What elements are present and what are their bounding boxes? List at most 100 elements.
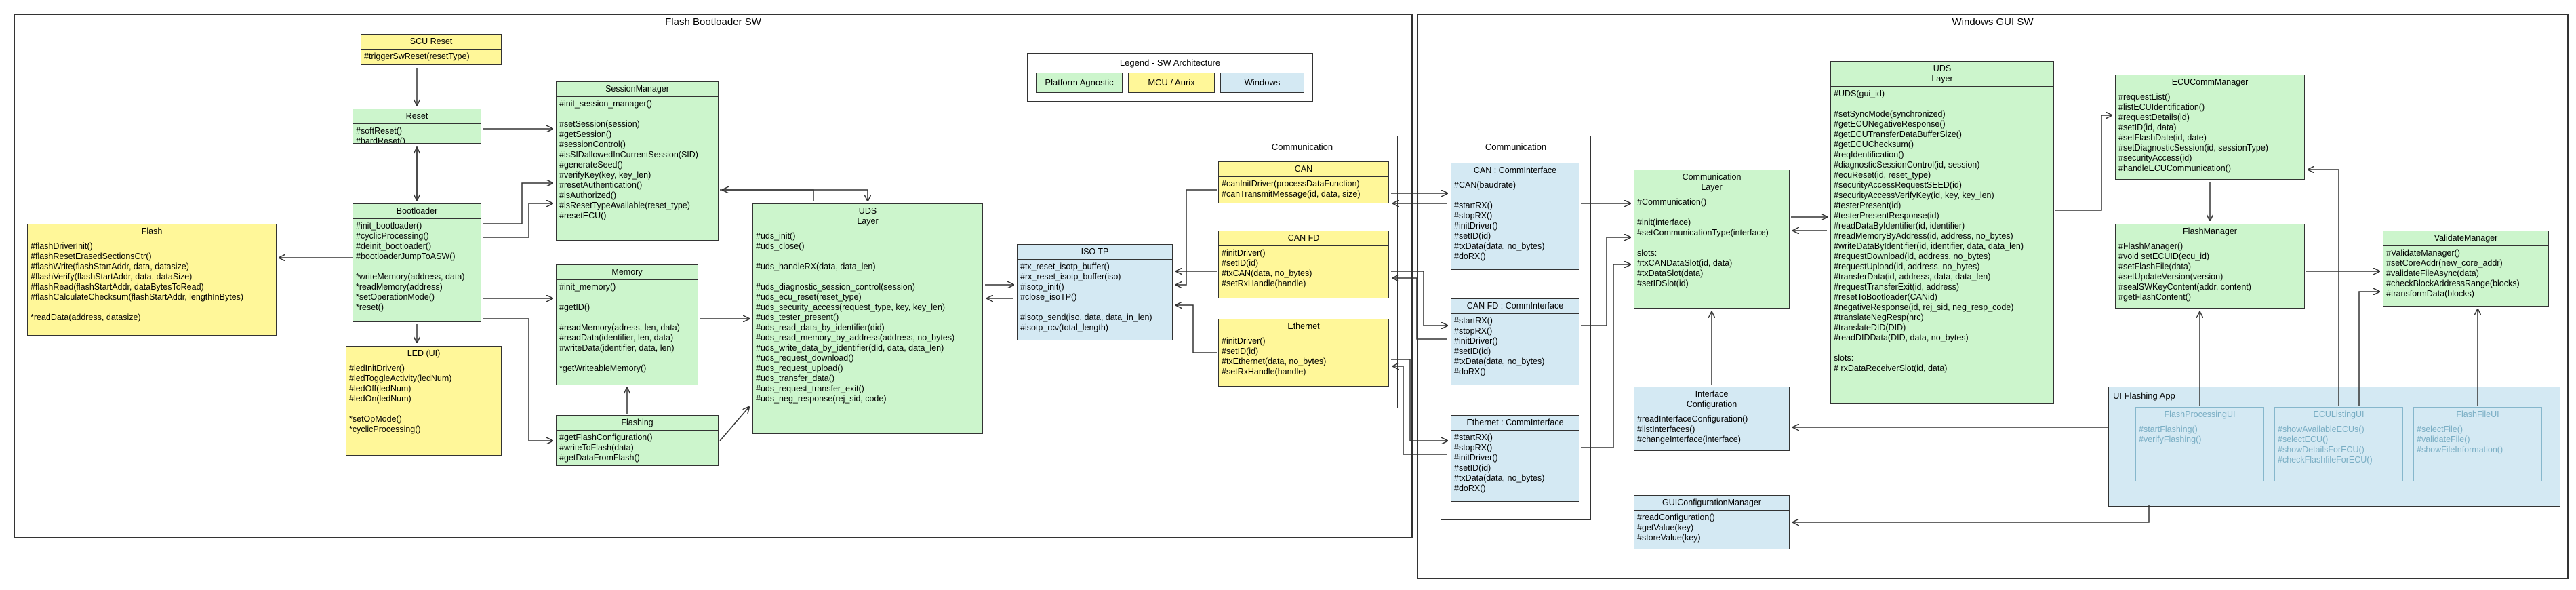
class-uds-layer-gui: UDS Layer #UDS(gui_id) #setSyncMode(sync… (1830, 61, 2054, 404)
class-flash: Flash #flashDriverInit() #flashResetEras… (27, 224, 277, 336)
class-body: #Communication() #init(interface) #setCo… (1637, 197, 1769, 288)
class-canfd-comminterface: CAN FD : CommInterface #startRX() #stopR… (1451, 298, 1579, 385)
connector-bootloader-flashing (483, 318, 552, 441)
frame-title: Windows GUI SW (1952, 16, 2034, 28)
class-body: #FlashManager() #void setECUID(ecu_id) #… (2118, 241, 2251, 302)
connector-ethernet-isotp (1176, 305, 1217, 353)
class-title: Bootloader (353, 204, 481, 219)
class-title: Communication Layer (1634, 170, 1789, 195)
class-title: CAN FD : CommInterface (1451, 299, 1579, 314)
class-gui-configuration-manager: GUIConfigurationManager #readConfigurati… (1634, 495, 1790, 549)
connector-ecuui-ecucomm (2308, 170, 2339, 406)
class-body: #init_bootloader() #cyclicProcessing() #… (356, 221, 465, 312)
class-body: #canInitDriver(processDataFunction) #can… (1222, 179, 1361, 199)
class-body: #startFlashing() #verifyFlashing() (2139, 425, 2202, 444)
class-body: #initDriver() #setID(id) #txEthernet(dat… (1222, 336, 1327, 376)
connector-can-isotp (1176, 189, 1217, 271)
class-body: #startRX() #stopRX() #initDriver() #setI… (1454, 433, 1545, 493)
class-title: SessionManager (557, 82, 718, 97)
class-session-manager: SessionManager #init_session_manager() #… (556, 81, 719, 241)
legend: Legend - SW Architecture Platform Agnost… (1027, 53, 1313, 102)
class-body: #ledInitDriver() #ledToggleActivity(ledN… (349, 363, 452, 434)
class-title: SCU Reset (361, 35, 501, 50)
class-title: ECUCommManager (2116, 75, 2304, 90)
class-title: UDS Layer (1831, 62, 2053, 87)
class-interface-configuration: Interface Configuration #readInterfaceCo… (1634, 387, 1790, 451)
class-title: FlashProcessingUI (2136, 408, 2263, 422)
class-title: CAN FD (1219, 231, 1388, 246)
class-scu-reset: SCU Reset #triggerSwReset(resetType) (361, 34, 502, 65)
class-body: #tx_reset_isotp_buffer() #rx_reset_isotp… (1020, 262, 1152, 332)
connector-uds-ecucomm (2055, 115, 2112, 211)
legend-mcu-aurix: MCU / Aurix (1128, 73, 1215, 93)
group-title: UI Flashing App (2113, 391, 2175, 401)
class-body: #init_session_manager() #setSession(sess… (559, 99, 698, 220)
group-title: Communication (1485, 142, 1547, 152)
class-body: #softReset() #hardReset() (356, 126, 405, 144)
class-title: CAN (1219, 162, 1388, 177)
class-body: #getFlashConfiguration() #writeToFlash(d… (559, 433, 653, 463)
class-title: ValidateManager (2383, 231, 2548, 246)
class-body: #init_memory() #getID() #readMemory(adre… (559, 282, 680, 373)
class-body: #selectFile() #validateFile() #showFileI… (2417, 425, 2503, 454)
connector-ethif-comm (1581, 264, 1630, 448)
frame-title: Flash Bootloader SW (665, 16, 761, 28)
class-memory: Memory #init_memory() #getID() #readMemo… (556, 264, 698, 385)
class-body: #uds_init() #uds_close() #uds_handleRX(d… (756, 231, 955, 404)
class-title: Memory (557, 265, 698, 280)
class-title: FlashManager (2116, 224, 2304, 239)
class-title: Flash (28, 224, 276, 239)
class-iso-tp: ISO TP #tx_reset_isotp_buffer() #rx_rese… (1017, 244, 1173, 340)
class-uds-layer-bootloader: UDS Layer #uds_init() #uds_close() #uds_… (752, 203, 983, 434)
class-body: #readInterfaceConfiguration() #listInter… (1637, 414, 1748, 444)
class-title: LED (UI) (346, 347, 501, 361)
connector-eth-ethif (1391, 359, 1447, 441)
class-flash-manager: FlashManager #FlashManager() #void setEC… (2115, 224, 2305, 309)
connector-bootloader-session-1 (483, 183, 552, 224)
class-body: #initDriver() #setID(id) #txCAN(data, no… (1222, 248, 1312, 288)
class-can-fd: CAN FD #initDriver() #setID(id) #txCAN(d… (1218, 231, 1389, 298)
class-title: ISO TP (1018, 245, 1172, 260)
class-body: #CAN(baudrate) #startRX() #stopRX() #ini… (1454, 180, 1545, 261)
class-body: #flashDriverInit() #flashResetErasedSect… (31, 241, 244, 322)
class-title: FlashFileUI (2414, 408, 2541, 422)
connector-session-uds (720, 189, 868, 201)
class-flash-processing-ui: FlashProcessingUI #startFlashing() #veri… (2135, 407, 2264, 481)
legend-platform-agnostic: Platform Agnostic (1036, 73, 1123, 93)
class-flashing: Flashing #getFlashConfiguration() #write… (556, 415, 719, 466)
class-reset: Reset #softReset() #hardReset() (353, 109, 481, 144)
connector-app-guiconfig (1793, 505, 2150, 522)
connector-uds-session (723, 190, 814, 201)
class-ecu-listing-ui: ECUListingUI #showAvailableECUs() #selec… (2274, 407, 2403, 481)
connector-ecuui-validate (2358, 292, 2379, 406)
class-body: #requestList() #listECUIdentification() … (2118, 92, 2268, 173)
class-bootloader: Bootloader #init_bootloader() #cyclicPro… (353, 203, 481, 322)
class-led-ui: LED (UI) #ledInitDriver() #ledToggleActi… (346, 346, 502, 456)
class-communication-layer: Communication Layer #Communication() #in… (1634, 170, 1790, 309)
class-title: Flashing (557, 416, 718, 431)
legend-title: Legend - SW Architecture (1119, 58, 1221, 68)
class-title: Reset (353, 109, 481, 124)
class-title: UDS Layer (753, 204, 982, 229)
class-can: CAN #canInitDriver(processDataFunction) … (1218, 161, 1389, 203)
connector-canfdif-comm (1581, 237, 1630, 326)
class-body: #showAvailableECUs() #selectECU() #showD… (2278, 425, 2373, 465)
connector-ethif-eth (1393, 366, 1447, 455)
group-title: Communication (1271, 142, 1333, 152)
connector-canfd-isotp (1176, 271, 1217, 285)
class-ecu-comm-manager: ECUCommManager #requestList() #listECUId… (2115, 75, 2305, 180)
class-body: #UDS(gui_id) #setSyncMode(synchronized) … (1834, 89, 2024, 373)
class-title: ECUListingUI (2275, 408, 2402, 422)
class-title: CAN : CommInterface (1451, 163, 1579, 178)
class-body: #ValidateManager() #setCoreAddr(new_core… (2386, 248, 2520, 298)
class-ethernet-comminterface: Ethernet : CommInterface #startRX() #sto… (1451, 415, 1579, 502)
class-flash-file-ui: FlashFileUI #selectFile() #validateFile(… (2413, 407, 2542, 481)
class-title: Interface Configuration (1634, 387, 1789, 412)
class-title: Ethernet (1219, 319, 1388, 334)
legend-windows: Windows (1220, 73, 1304, 93)
class-title: Ethernet : CommInterface (1451, 416, 1579, 431)
class-ethernet: Ethernet #initDriver() #setID(id) #txEth… (1218, 319, 1389, 387)
connector-bootloader-session-2 (483, 203, 552, 238)
connector-canfdif-canfd (1393, 278, 1447, 340)
